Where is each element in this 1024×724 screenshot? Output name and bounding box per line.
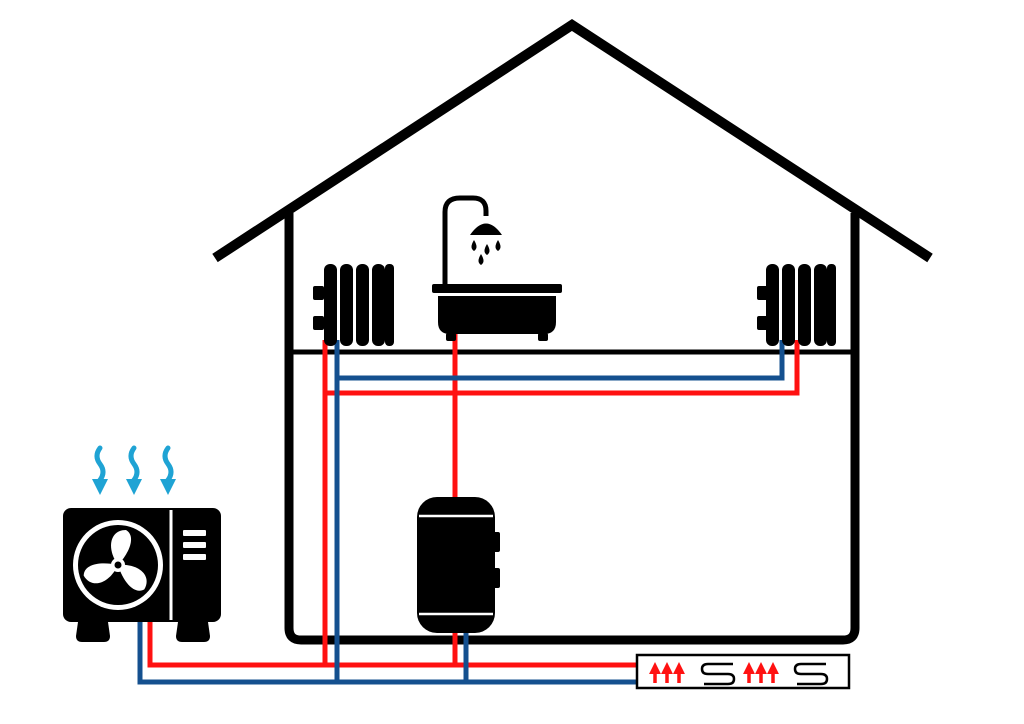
hot-pipe-main xyxy=(147,622,637,668)
cold-pipe-main xyxy=(137,622,637,685)
roof xyxy=(212,19,933,263)
water-drop-icon xyxy=(484,244,490,255)
unit-foot-right xyxy=(176,622,210,642)
water-drop-icon xyxy=(495,240,501,251)
house-outline-icon xyxy=(212,19,933,645)
control-panel-slot xyxy=(183,554,206,560)
radiator-right-icon xyxy=(757,264,836,346)
heating-coil-icon xyxy=(700,662,736,686)
pipe-network xyxy=(137,333,800,685)
shower-head-icon xyxy=(442,195,502,287)
hot-water-tank-icon xyxy=(417,497,500,633)
water-drop-icon xyxy=(471,240,477,251)
water-drop-icon xyxy=(478,254,484,265)
cold-pipe-upper-branch xyxy=(337,340,785,381)
heating-coil-icon xyxy=(793,662,829,686)
control-panel-slot xyxy=(183,542,206,548)
unit-foot-left xyxy=(76,622,110,642)
house-walls xyxy=(284,213,860,645)
radiator-left-icon xyxy=(313,264,394,346)
control-panel-slot xyxy=(183,530,206,536)
bathtub-icon xyxy=(432,284,562,341)
air-intake-arrows-icon xyxy=(91,445,177,496)
heat-pump-outdoor-unit-icon xyxy=(63,508,221,642)
heat-arrows-icon xyxy=(649,662,779,683)
underfloor-heating-icon xyxy=(635,653,851,690)
fan-icon xyxy=(73,520,163,610)
hot-pipe-upper-branch xyxy=(325,340,800,396)
